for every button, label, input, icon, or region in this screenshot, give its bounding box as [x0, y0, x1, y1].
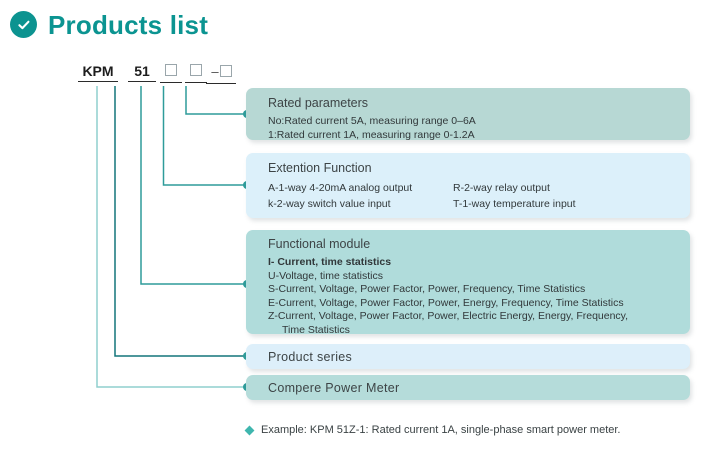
- check-circle-icon: [10, 11, 37, 38]
- code-segment-rated: –: [206, 64, 236, 84]
- code-box-glyph: [219, 65, 232, 77]
- card-line: A-1-way 4-20mA analog output: [268, 182, 413, 194]
- extension-column-right: R-2-way relay output T-1-way temperature…: [453, 180, 673, 212]
- code-dash: –: [211, 64, 219, 79]
- diamond-bullet-icon: [244, 425, 255, 435]
- page-header: Products list: [10, 11, 208, 38]
- info-card-extension-function: Extention Function A-1-way 4-20mA analog…: [246, 153, 690, 218]
- code-box-glyph: [190, 64, 202, 76]
- card-line: No:Rated current 5A, measuring range 0–6…: [268, 115, 476, 127]
- card-line: 1:Rated current 1A, measuring range 0-1.…: [268, 128, 475, 141]
- info-card-compere-power-meter: Compere Power Meter: [246, 375, 690, 400]
- info-card-rated-parameters: Rated parameters No:Rated current 5A, me…: [246, 88, 690, 141]
- card-title: Product series: [268, 349, 353, 364]
- card-title: Extention Function: [268, 161, 372, 175]
- page-title: Products list: [48, 9, 209, 40]
- card-line: S-Current, Voltage, Power Factor, Power,…: [268, 283, 586, 295]
- card-line: U-Voltage, time statistics: [268, 269, 383, 282]
- card-line: I- Current, time statistics: [268, 256, 392, 268]
- code-segment-brand: KPM: [78, 64, 118, 82]
- code-box-glyph: [165, 64, 177, 76]
- card-line: Z-Current, Voltage, Power Factor, Power,…: [268, 310, 629, 322]
- card-line: T-1-way temperature input: [453, 198, 576, 210]
- card-line: R-2-way relay output: [453, 182, 550, 194]
- card-title: Rated parameters: [268, 96, 369, 110]
- card-line: Time Statistics: [282, 323, 350, 336]
- product-code: KPM 51 –: [0, 64, 716, 86]
- extension-column-left: A-1-way 4-20mA analog output k-2-way swi…: [268, 180, 453, 212]
- info-card-product-series: Product series: [246, 344, 690, 369]
- card-title: Compere Power Meter: [268, 380, 400, 395]
- code-segment-series: 51: [128, 64, 156, 82]
- example-note: Example: KPM 51Z-1: Rated current 1A, si…: [244, 424, 621, 436]
- card-line: k-2-way switch value input: [268, 198, 391, 210]
- info-card-functional-module: Functional module I- Current, time stati…: [246, 230, 690, 336]
- code-segment-function: [160, 64, 182, 83]
- card-title: Functional module: [268, 237, 371, 251]
- code-segment-extension: [185, 64, 207, 83]
- example-text: Example: KPM 51Z-1: Rated current 1A, si…: [261, 424, 621, 436]
- card-line: E-Current, Voltage, Power Factor, Power,…: [268, 296, 624, 309]
